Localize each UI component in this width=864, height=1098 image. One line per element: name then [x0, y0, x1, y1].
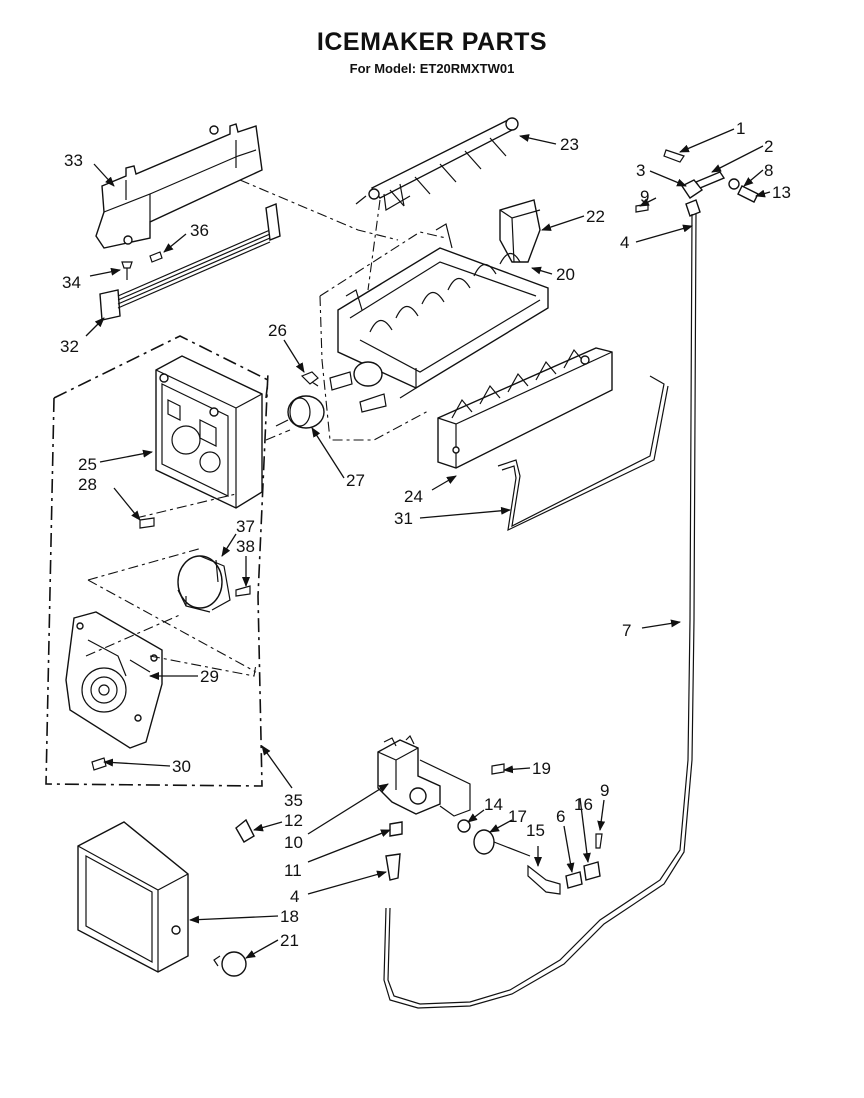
callout-38: 38	[236, 537, 255, 556]
part-screw-36	[149, 251, 163, 263]
callout-22: 22	[586, 207, 605, 226]
part-ice-mold	[329, 223, 549, 413]
callout-30: 30	[172, 757, 191, 776]
part-control-housing	[155, 355, 263, 509]
part-shutoff-arm	[497, 375, 669, 532]
callout-27: 27	[346, 471, 365, 490]
callout-11: 11	[284, 861, 302, 880]
callout-29: 29	[200, 667, 219, 686]
callout-37: 37	[236, 517, 255, 536]
callout-3: 3	[636, 161, 645, 180]
part-water-tube-outer	[383, 213, 697, 1009]
callout-10: 10	[284, 833, 303, 852]
callout-9: 9	[640, 187, 649, 206]
callout-4b: 4	[290, 887, 299, 906]
part-thermostat	[275, 395, 325, 429]
model-subtitle: For Model: ET20RMXTW01	[349, 61, 515, 76]
part-support-bracket	[95, 123, 263, 249]
assembly-boundary-35	[45, 335, 269, 787]
part-mounting-plate	[65, 611, 163, 749]
callout-36: 36	[190, 221, 209, 240]
callout-7: 7	[622, 621, 631, 640]
callout-34: 34	[62, 273, 81, 292]
part-screw-19	[491, 763, 505, 775]
callout-20: 20	[556, 265, 575, 284]
part-spring-clip	[300, 371, 319, 387]
part-knob	[213, 951, 247, 977]
mold-boundary	[319, 231, 447, 441]
callout-9b: 9	[600, 781, 609, 800]
callout-18: 18	[280, 907, 299, 926]
part-water-tube	[387, 213, 693, 1005]
part-valve-fittings	[385, 821, 403, 881]
callout-17: 17	[508, 807, 527, 826]
callout-32: 32	[60, 337, 79, 356]
part-screw-34	[121, 261, 133, 280]
callout-4: 4	[620, 233, 629, 252]
leader-lines	[85, 128, 771, 959]
callout-25: 25	[78, 455, 97, 474]
callout-24: 24	[404, 487, 423, 506]
part-water-valve	[377, 734, 471, 817]
page-title: ICEMAKER PARTS	[316, 28, 548, 56]
part-wire-harness	[99, 203, 281, 321]
part-cover-box	[77, 821, 189, 973]
callout-6: 6	[556, 807, 565, 826]
part-screw-28	[139, 517, 155, 529]
part-motor	[177, 555, 231, 613]
callout-31: 31	[394, 509, 413, 528]
callout-1: 1	[736, 119, 745, 138]
callout-23: 23	[560, 135, 579, 154]
part-stripper-cup	[499, 199, 541, 263]
part-wire-nut	[235, 818, 255, 843]
callout-15: 15	[526, 821, 545, 840]
callout-16: 16	[574, 795, 593, 814]
part-tube-fittings	[635, 149, 759, 217]
part-front-cover	[437, 347, 613, 469]
callout-35: 35	[284, 791, 303, 810]
callout-21: 21	[280, 931, 299, 950]
callout-26: 26	[268, 321, 287, 340]
part-screw-38	[235, 585, 251, 597]
part-inlet-fittings	[457, 819, 603, 895]
callout-13: 13	[772, 183, 791, 202]
callout-33: 33	[64, 151, 83, 170]
callout-labels: 1 2 3 8 9 13 22 4 20 23 33 36 34 32 26 2…	[60, 119, 791, 950]
part-screw-30	[91, 757, 107, 771]
callout-12: 12	[284, 811, 303, 830]
callout-2: 2	[764, 137, 773, 156]
callout-19: 19	[532, 759, 551, 778]
callout-8: 8	[764, 161, 773, 180]
assembly-guide-lines	[85, 179, 399, 677]
callout-28: 28	[78, 475, 97, 494]
part-ejector-blade	[355, 117, 519, 211]
callout-14: 14	[484, 795, 503, 814]
